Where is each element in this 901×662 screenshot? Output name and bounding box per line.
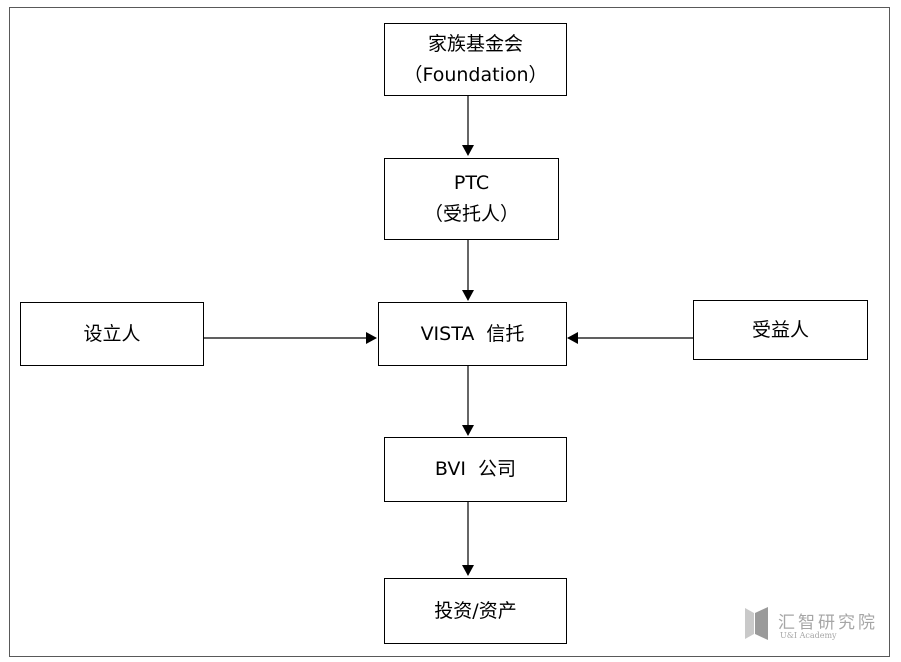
vista-trust-label: VISTA 信托 (420, 322, 525, 345)
beneficiary-label: 受益人 (751, 318, 809, 341)
foundation-sublabel: （Foundation） (403, 63, 548, 86)
watermark-name: 汇智研究院 (778, 613, 878, 633)
vista-trust-box: VISTA 信托 (378, 302, 567, 366)
assets-label: 投资/资产 (434, 599, 517, 622)
watermark-subtitle: U&I Academy (780, 631, 837, 640)
diagram-frame (9, 7, 890, 657)
foundation-box: 家族基金会 （Foundation） (384, 23, 567, 96)
settlor-label: 设立人 (83, 322, 141, 345)
settlor-box: 设立人 (20, 302, 204, 366)
ptc-label: PTC (453, 172, 490, 194)
bvi-company-box: BVI 公司 (384, 437, 567, 502)
watermark-logo: 汇智研究院 U&I Academy (742, 604, 882, 644)
bvi-company-label: BVI 公司 (434, 458, 517, 480)
foundation-label: 家族基金会 (427, 32, 523, 55)
ptc-box: PTC （受托人） (384, 158, 559, 240)
ptc-sublabel: （受托人） (423, 203, 519, 225)
assets-box: 投资/资产 (384, 578, 567, 644)
logo-mark-icon (745, 607, 768, 640)
beneficiary-box: 受益人 (693, 300, 868, 360)
